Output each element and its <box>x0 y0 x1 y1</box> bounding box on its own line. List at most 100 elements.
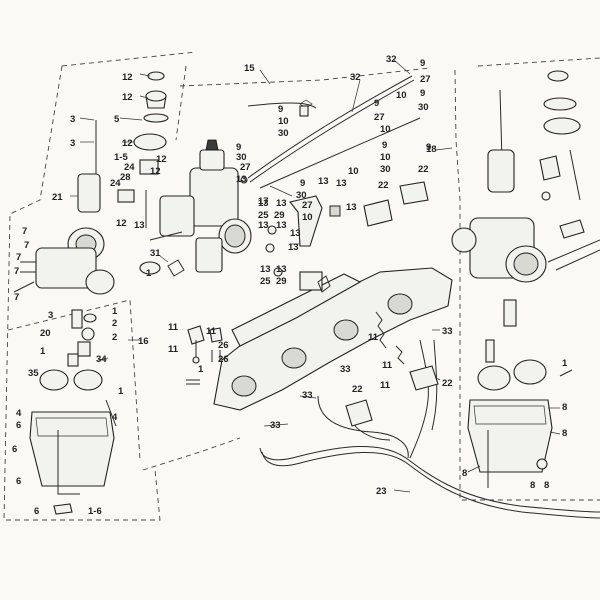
callout-10-cable: 10 <box>302 212 313 223</box>
bolt-11-right <box>209 327 223 343</box>
carb-body-left <box>35 247 97 289</box>
dome-right <box>543 97 577 111</box>
right-column-parts <box>487 70 581 201</box>
leader-lines <box>70 59 561 493</box>
nut-13 <box>329 205 341 217</box>
callout-22-right: 22 <box>418 164 429 175</box>
callout-8-e: 8 <box>544 480 549 491</box>
drain-tube-23 <box>259 445 600 513</box>
callout-26-a: 26 <box>218 340 229 351</box>
callout-4-a: 4 <box>16 408 22 419</box>
bowl-drain-tube-left <box>57 430 80 495</box>
callout-17: 17 <box>258 196 269 207</box>
bolt-11-left <box>187 325 205 345</box>
callout-9-r2: 9 <box>382 140 387 151</box>
clip-9 <box>247 102 317 109</box>
screw-8-right <box>536 458 548 470</box>
callout-7-a: 7 <box>22 226 27 237</box>
callout-13-h: 13 <box>290 228 301 239</box>
callout-13-d: 13 <box>258 198 269 209</box>
washer-11 <box>192 356 200 364</box>
callout-13-e: 13 <box>276 198 287 209</box>
needle-right <box>499 89 503 161</box>
carburetor-center <box>139 139 252 277</box>
callout-8-a: 8 <box>562 402 567 413</box>
callout-27-cable: 27 <box>302 200 313 211</box>
carb-outlet-left <box>85 269 115 295</box>
clip-6 <box>53 503 73 515</box>
fitting-31 <box>167 259 185 277</box>
callout-25-b: 25 <box>260 276 271 287</box>
fuel-fitting-31 <box>139 261 161 275</box>
float-bowl-gasket-left <box>35 417 109 437</box>
screw-13a <box>267 225 277 235</box>
float-35-left <box>39 369 69 391</box>
callout-3-c: 3 <box>48 310 53 321</box>
callout-32-top: 32 <box>386 54 397 65</box>
callout-11-c: 11 <box>168 344 179 355</box>
callout-25: 25 <box>258 210 269 221</box>
manifold-plate <box>213 267 453 411</box>
linkage-bracket <box>299 271 323 291</box>
ring-right <box>543 117 581 135</box>
callout-9-mid: 9 <box>374 98 379 109</box>
cap-right <box>547 70 569 82</box>
block-22-upper <box>363 199 393 227</box>
callout-12-e: 12 <box>150 166 161 177</box>
pin-13 <box>240 176 248 184</box>
callout-13-j: 13 <box>260 264 271 275</box>
main-jet-1 <box>67 353 79 367</box>
callout-13-i: 13 <box>288 242 299 253</box>
center-hardware <box>186 102 439 427</box>
callout-24-b: 24 <box>110 178 121 189</box>
overflow-tube-right <box>409 339 429 459</box>
screw-4 <box>105 399 117 427</box>
throttle-link-right-2 <box>555 249 600 271</box>
linkage-lever <box>317 275 331 293</box>
lower-center-boundary <box>142 437 241 471</box>
callout-33-a: 33 <box>442 326 453 337</box>
callout-13-nut: 13 <box>346 202 357 213</box>
left-group-top-boundary <box>61 51 197 67</box>
callout-1-e: 1 <box>40 346 46 357</box>
callout-9-cable: 9 <box>300 178 305 189</box>
callout-10-mid2: 10 <box>348 166 359 177</box>
manifold-port-4 <box>387 293 413 315</box>
callout-23: 23 <box>376 486 387 497</box>
callout-10-left: 10 <box>278 116 289 127</box>
float-right-right <box>513 359 547 385</box>
float-bowl-gasket-right <box>473 405 547 425</box>
callout-11-f: 11 <box>380 380 391 391</box>
bracket-28 <box>117 189 135 203</box>
callout-22-lower: 22 <box>442 378 453 389</box>
callout-1-d: 1 <box>112 306 118 317</box>
jet-3 <box>71 309 83 329</box>
callout-1-right: 1 <box>562 358 568 369</box>
needle-jet-20 <box>77 341 91 357</box>
callout-8-d: 8 <box>530 480 535 491</box>
carb-cap-knob-center <box>205 139 219 151</box>
throttle-cable-upper <box>247 75 413 179</box>
callout-18: 18 <box>426 144 437 155</box>
callout-11-b: 11 <box>206 326 217 337</box>
callout-9-right: 9 <box>426 142 431 153</box>
carb-bore-center-inner <box>224 224 246 248</box>
linkage-left <box>13 281 35 293</box>
block-22-right <box>399 181 429 205</box>
group-boundaries <box>3 51 600 521</box>
callout-6-c: 6 <box>16 476 21 487</box>
callout-13-left: 13 <box>134 220 145 231</box>
linkage-shaft <box>231 273 362 347</box>
callout-20: 20 <box>40 328 51 339</box>
right-group-top-boundary <box>477 57 600 67</box>
callout-10-top: 10 <box>396 90 407 101</box>
callout-3-b: 3 <box>70 138 75 149</box>
callout-28: 28 <box>120 172 131 183</box>
callout-33-c: 33 <box>302 390 313 401</box>
callout-16: 16 <box>138 336 149 347</box>
callout-29: 29 <box>274 210 285 221</box>
callout-3-a: 3 <box>70 114 75 125</box>
right-group-boundary <box>454 69 600 501</box>
